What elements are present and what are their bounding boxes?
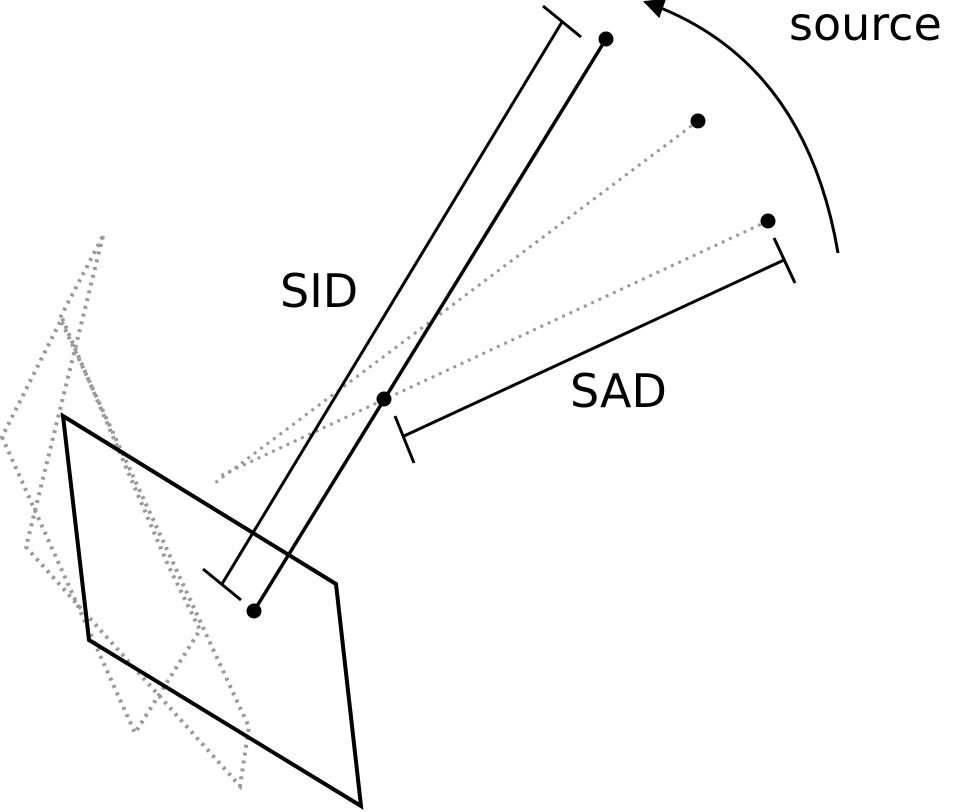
source-point-current (598, 31, 614, 47)
sad-tick-left (393, 415, 416, 464)
label-source: source (789, 0, 942, 51)
sid-tick-top (542, 4, 582, 39)
detector-plane (60, 412, 364, 810)
ghost-ray-2 (219, 219, 769, 478)
ghost-detector-1 (23, 235, 252, 791)
source-rotation-arrow (643, 0, 840, 254)
sid-tick-bottom (202, 567, 242, 602)
ghost-detector-2 (0, 313, 203, 738)
detector-center-point (246, 603, 262, 619)
isocenter-point (376, 391, 392, 407)
label-sid: SID (280, 264, 358, 318)
label-sad: SAD (570, 364, 667, 418)
sid-dimension (202, 4, 582, 602)
sad-dimension-line (403, 258, 785, 438)
sad-dimension (393, 237, 797, 464)
points (246, 31, 776, 619)
sid-dimension-line (220, 21, 564, 585)
sad-tick-right (772, 237, 797, 284)
source-point-3 (760, 213, 776, 229)
central-ray (252, 38, 608, 612)
ghost-detectors (0, 235, 252, 791)
source-point-2 (690, 113, 706, 129)
